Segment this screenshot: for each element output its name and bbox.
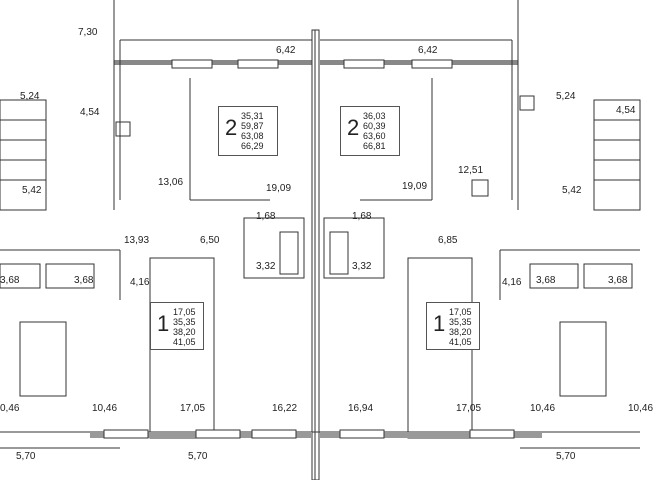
area-label: 5,24: [20, 91, 40, 102]
window: [195, 429, 241, 439]
area-label: 3,68: [74, 275, 94, 286]
area-label: 17,05: [456, 403, 482, 414]
area-value: 63,60: [363, 131, 386, 141]
bathroom: [529, 263, 579, 289]
bathroom: [243, 217, 305, 279]
window: [469, 429, 515, 439]
area-label: 16,22: [272, 403, 298, 414]
area-label: 5,24: [556, 91, 576, 102]
area-value: 17,05: [173, 307, 196, 317]
apartment-box-2-right: 2 36,03 60,39 63,60 66,81: [340, 106, 400, 156]
area-label: 13,93: [124, 235, 150, 246]
bathroom: [45, 263, 95, 289]
area-value: 35,31: [241, 111, 264, 121]
area-value: 63,08: [241, 131, 264, 141]
stove: [471, 179, 489, 197]
area-label: 10,46: [530, 403, 556, 414]
area-label: 4,16: [130, 277, 150, 288]
area-value: 38,20: [173, 327, 196, 337]
apartment-rooms: 1: [433, 311, 446, 336]
area-label: 19,09: [402, 181, 428, 192]
apartment-rooms: 2: [347, 115, 360, 140]
area-label: 6,50: [200, 235, 220, 246]
stove: [519, 95, 535, 111]
area-label: 4,16: [502, 277, 522, 288]
apartment-rooms: 2: [225, 115, 238, 140]
window: [339, 429, 385, 439]
apartment-box-1-right: 1 17,05 35,35 38,20 41,05: [426, 302, 480, 350]
area-label: 19,09: [266, 183, 292, 194]
area-label: 3,68: [608, 275, 628, 286]
window: [103, 429, 149, 439]
area-label: 17,05: [180, 403, 206, 414]
area-value: 41,05: [449, 337, 472, 347]
apartment-box-1-left: 1 17,05 35,35 38,20 41,05: [150, 302, 204, 350]
apartment-box-2-left: 2 35,31 59,87 63,08 66,29: [218, 106, 278, 156]
area-label: 5,42: [22, 185, 42, 196]
area-label: 10,46: [628, 403, 653, 414]
apartment-rooms: 1: [157, 311, 170, 336]
bathroom: [0, 263, 41, 289]
kitchen-right: [559, 321, 607, 397]
area-label: 5,42: [562, 185, 582, 196]
area-value: 36,03: [363, 111, 386, 121]
stair-left: [0, 99, 47, 211]
area-value: 66,81: [363, 141, 386, 151]
area-value: 66,29: [241, 141, 264, 151]
area-value: 60,39: [363, 121, 386, 131]
bathtub: [279, 231, 299, 275]
area-label: 10,46: [92, 403, 118, 414]
stair-right: [593, 99, 641, 211]
area-label: 1,68: [352, 211, 372, 222]
area-label: 3,68: [0, 275, 20, 286]
bathroom: [583, 263, 633, 289]
area-label: 13,06: [158, 177, 184, 188]
area-label: 6,42: [418, 45, 438, 56]
bathroom: [323, 217, 385, 279]
area-label: 5,70: [188, 451, 208, 462]
area-label: 4,54: [616, 105, 636, 116]
area-label: 4,54: [80, 107, 100, 118]
window: [411, 59, 453, 69]
window: [171, 59, 213, 69]
area-value: 59,87: [241, 121, 264, 131]
area-label: 1,68: [256, 211, 276, 222]
area-label: 5,70: [16, 451, 36, 462]
area-value: 38,20: [449, 327, 472, 337]
lower-wall-right: [320, 432, 542, 438]
area-value: 35,35: [449, 317, 472, 327]
window: [343, 59, 385, 69]
area-value: 17,05: [449, 307, 472, 317]
bathtub: [329, 231, 349, 275]
upper-wall-left: [114, 60, 314, 65]
area-value: 41,05: [173, 337, 196, 347]
stove: [115, 121, 131, 137]
area-label: 0,46: [0, 403, 20, 414]
area-value: 35,35: [173, 317, 196, 327]
kitchen-left: [19, 321, 67, 397]
area-label: 6,85: [438, 235, 458, 246]
window: [251, 429, 297, 439]
area-label: 3,32: [352, 261, 372, 272]
window: [237, 59, 279, 69]
area-label: 16,94: [348, 403, 374, 414]
area-label: 3,32: [256, 261, 276, 272]
area-label: 5,70: [556, 451, 576, 462]
area-label: 7,30: [78, 27, 98, 38]
area-label: 6,42: [276, 45, 296, 56]
area-label: 12,51: [458, 165, 484, 176]
area-label: 3,68: [536, 275, 556, 286]
